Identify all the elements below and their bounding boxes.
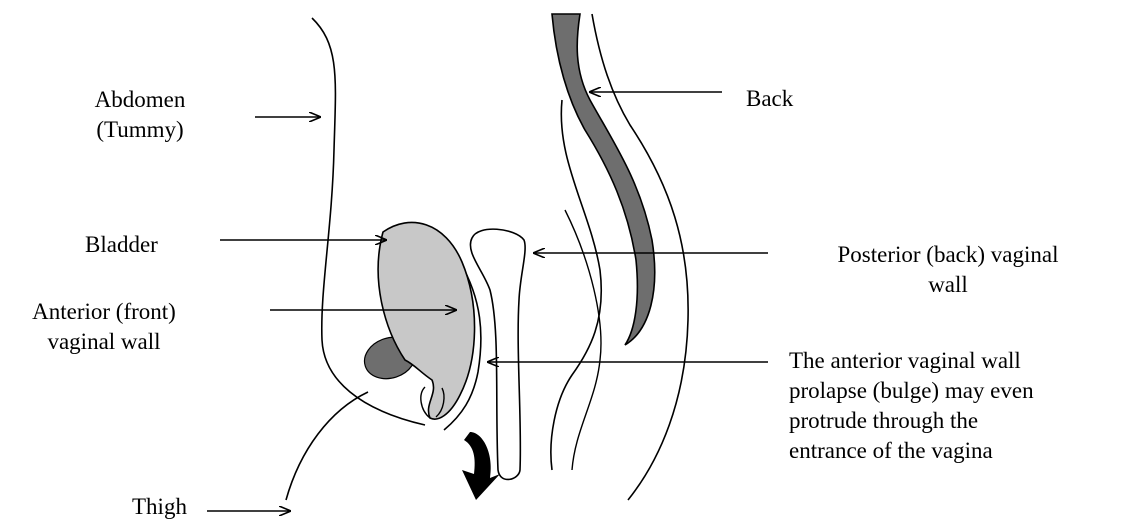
- posterior-wall-label: Posterior (back) vaginal wall: [783, 240, 1113, 300]
- thigh-label: Thigh: [132, 492, 187, 521]
- bladder-label: Bladder: [85, 230, 158, 260]
- prolapse-label-line4: entrance of the vagina: [789, 436, 1034, 466]
- rectum-outline: [551, 100, 601, 470]
- back-label: Back: [746, 84, 793, 114]
- posterior-wall-label-line1: Posterior (back) vaginal: [783, 240, 1113, 270]
- prolapse-curved-arrow: [462, 432, 500, 500]
- prolapse-label-line2: prolapse (bulge) may even: [789, 376, 1034, 406]
- anterior-wall-label-line1: Anterior (front): [0, 297, 208, 327]
- prolapse-label-line3: protrude through the: [789, 406, 1034, 436]
- prolapse-label-line1: The anterior vaginal wall: [789, 346, 1034, 376]
- posterior-wall-label-line2: wall: [783, 270, 1113, 300]
- abdomen-label-line1: Abdomen: [60, 85, 220, 115]
- anterior-wall-label: Anterior (front) vaginal wall: [0, 297, 208, 357]
- bladder: [378, 222, 474, 419]
- abdomen-label: Abdomen (Tummy): [60, 85, 220, 145]
- prolapse-label: The anterior vaginal wall prolapse (bulg…: [789, 346, 1034, 466]
- thigh-outline: [286, 392, 368, 500]
- abdomen-label-line2: (Tummy): [60, 115, 220, 145]
- anterior-wall-label-line2: vaginal wall: [0, 327, 208, 357]
